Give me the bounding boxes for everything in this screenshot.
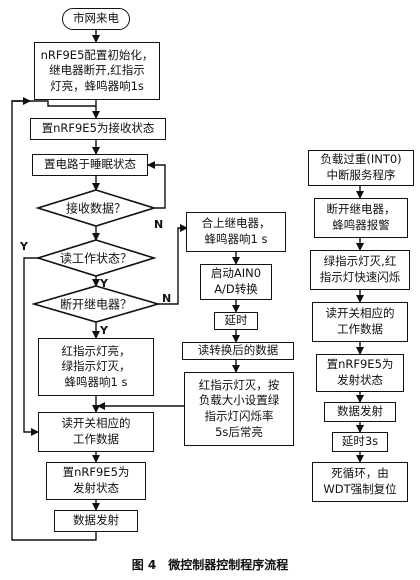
read-adc-step: 读转换后的数据: [182, 342, 294, 360]
recv-question: 接收数据？: [65, 201, 127, 216]
label-openrelay-yes: Y: [100, 324, 108, 337]
right-set-tx-step: 置nRF9E5为 发射状态: [316, 354, 404, 392]
start-adc-step: 启动AIN0 A/D转换: [200, 264, 272, 300]
init-step: nRF9E5配置初始化， 继电器断开,红指示 灯亮，蜂鸣器响1s: [34, 42, 160, 100]
overload-isr-step: 负载过重(INT0) 中断服务程序: [308, 150, 414, 186]
open-relay-question: 断开继电器？: [59, 297, 133, 312]
blink-step: 红指示灯灭，按 负载大小设置绿 指示灯闪烁率 5s后常亮: [184, 372, 294, 446]
fast-blink-step: 绿指示灯灭,红 指示灯快速闪烁: [310, 250, 410, 290]
alarm-step: 断开继电器， 蜂鸣器报警: [314, 198, 408, 238]
edge-readstate-no: [23, 257, 40, 436]
figure-caption: 图 4 微控制器控制程序流程: [131, 558, 289, 572]
delay-step: 延时: [214, 312, 258, 330]
send-step: 数据发射: [54, 510, 138, 532]
set-rx-step: 置nRF9E5为接收状态: [30, 118, 166, 140]
decision-recv: [35, 189, 157, 227]
set-tx-step: 置nRF9E5为 发射状态: [46, 462, 146, 500]
close-relay-step: 合上继电器， 蜂鸣器响1 s: [186, 212, 286, 252]
led-action-step: 红指示灯亮， 绿指示灯灭， 蜂鸣器响1 s: [38, 338, 154, 396]
delay3-step: 延时3s: [332, 432, 388, 452]
decision-read-state: [35, 239, 157, 277]
reset-step: 死循环，由 WDT强制复位: [312, 462, 408, 502]
read-state-question: 读工作状态？: [59, 251, 133, 266]
label-recv-no: N: [154, 218, 164, 231]
label-readstate-yes: Y: [100, 277, 108, 290]
edge-recv-no-loop: [147, 161, 166, 209]
decision-open-relay: [31, 285, 161, 323]
label-recv-yes: Y: [20, 240, 28, 253]
read-switch-step: 读开关相应的 工作数据: [38, 412, 154, 452]
sleep-step: 置电路于睡眠状态: [32, 154, 148, 176]
label-openrelay-no: N: [162, 292, 172, 305]
right-send-step: 数据发射: [324, 402, 396, 422]
edge-openrelay-no: [158, 224, 188, 305]
start-terminal: 市网来电: [62, 8, 130, 30]
right-read-switch-step: 读开关相应的 工作数据: [312, 302, 408, 342]
